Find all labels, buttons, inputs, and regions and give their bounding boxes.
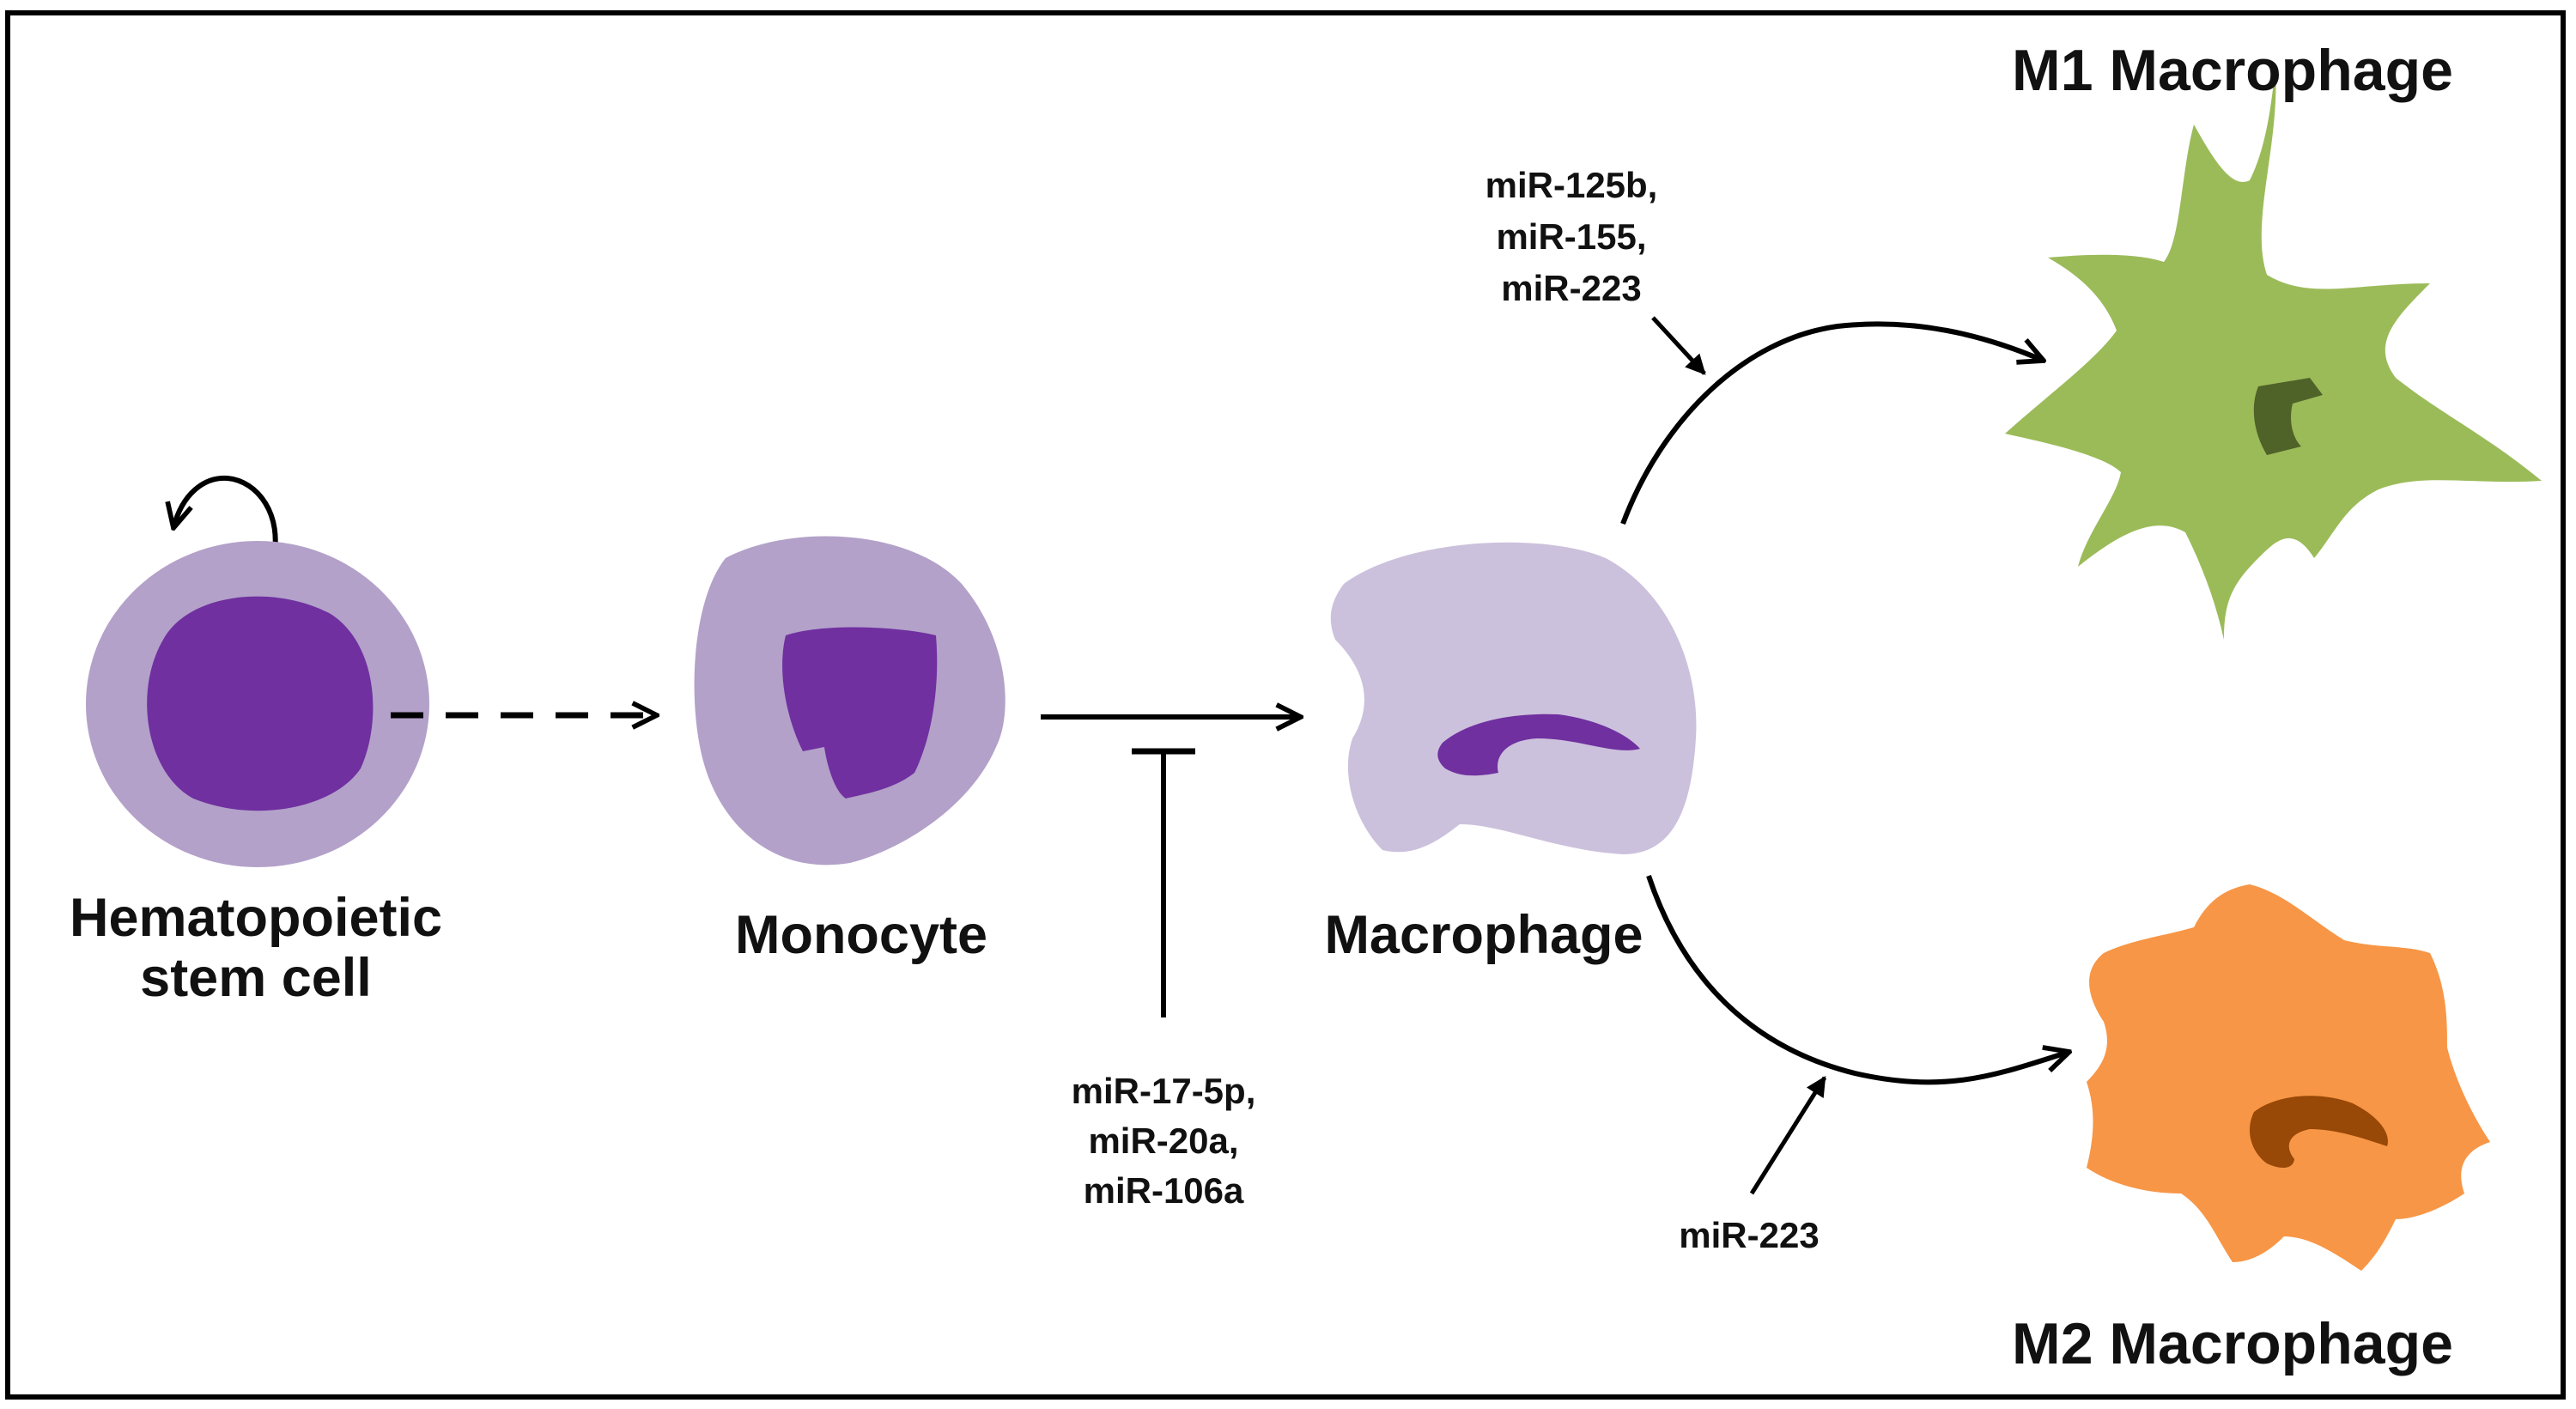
- m1-nucleus: [2253, 378, 2323, 455]
- macrophage-nucleus: [1437, 714, 1640, 776]
- m1-label: M1 Macrophage: [2012, 38, 2453, 103]
- stem-cell: [86, 475, 429, 867]
- m1-mirna-1: miR-125b,: [1485, 165, 1658, 205]
- macrophage-to-m1-arrow: [1620, 321, 2044, 525]
- inhibit-mirna-3: miR-106a: [1084, 1170, 1244, 1211]
- m2-macrophage-cell: [2087, 884, 2490, 1271]
- macrophage-cytoplasm: [1330, 542, 1697, 854]
- m1-mirna-2: miR-155,: [1496, 216, 1646, 257]
- macrophage-cell: [1330, 542, 1697, 854]
- m1-macrophage-cell: [2005, 69, 2542, 640]
- macrophage-label: Macrophage: [1324, 905, 1643, 965]
- monocyte-cell: [694, 536, 1005, 865]
- inhibit-mirna-2: miR-20a,: [1088, 1121, 1238, 1161]
- m2-nucleus: [2250, 1096, 2388, 1168]
- self-renewal-arrow: [173, 475, 278, 561]
- inhibit-mirna-1: miR-17-5p,: [1072, 1071, 1256, 1111]
- monocyte-label: Monocyte: [735, 905, 987, 965]
- m2-mirna-1: miR-223: [1679, 1215, 1819, 1255]
- m1-mirna-3: miR-223: [1501, 268, 1641, 308]
- stem-cell-label-line1: Hematopoietic: [70, 888, 442, 948]
- monocyte-nucleus: [782, 627, 938, 799]
- macrophage-to-m2-arrow: [1646, 875, 2069, 1085]
- m1-mirna-arrow: [1651, 316, 1706, 375]
- m2-mirna-arrow: [1749, 1076, 1827, 1195]
- m2-label: M2 Macrophage: [2012, 1311, 2453, 1376]
- m2-body: [2087, 884, 2490, 1271]
- m1-body: [2005, 69, 2542, 640]
- stem-cell-label-line2: stem cell: [140, 948, 372, 1008]
- stem-cell-nucleus: [147, 596, 374, 811]
